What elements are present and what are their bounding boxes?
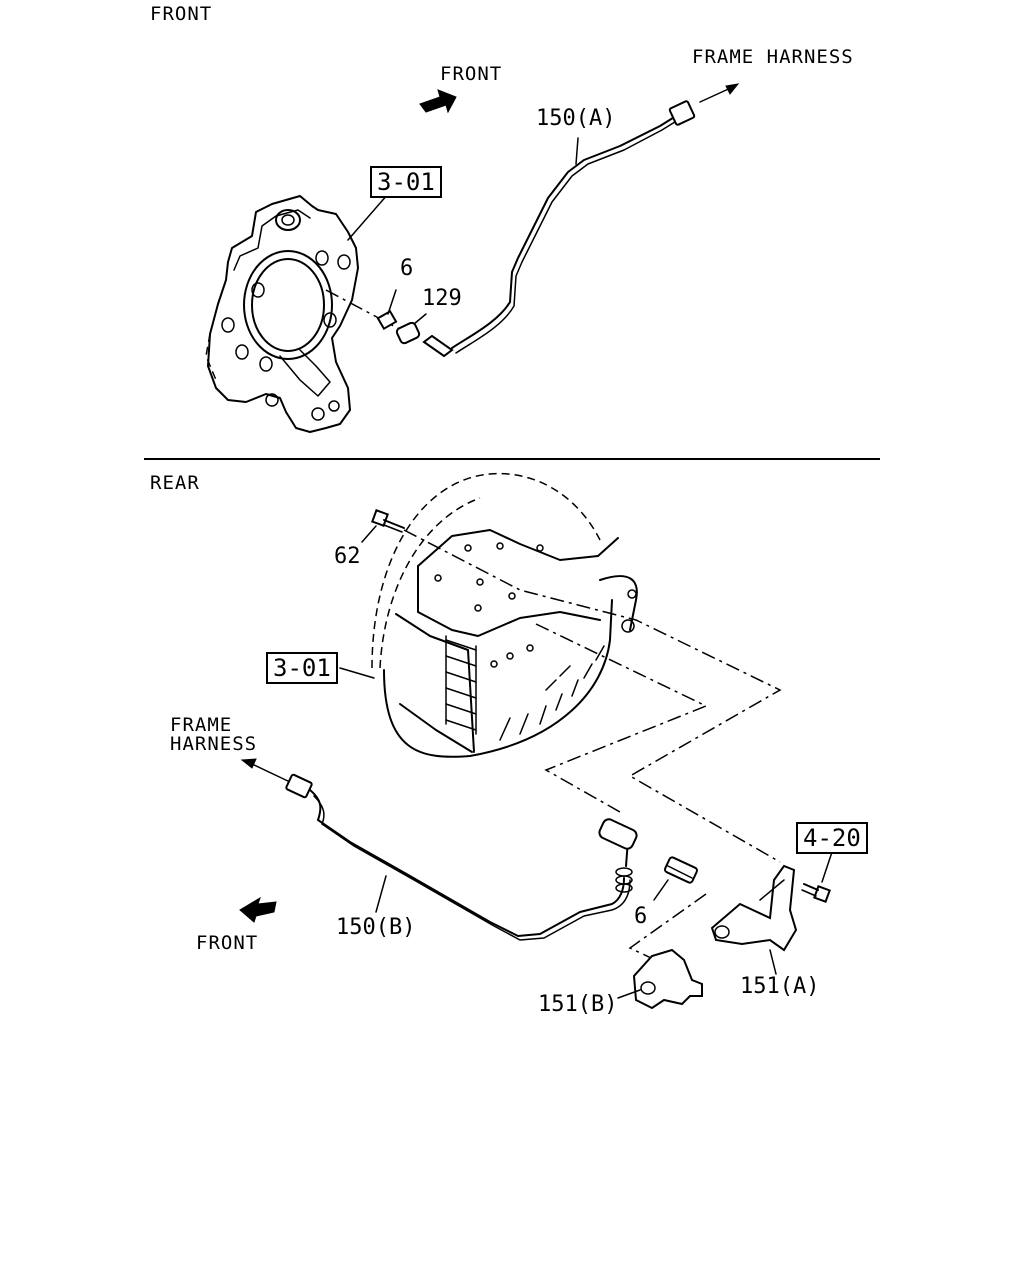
front-sensor bbox=[395, 313, 427, 345]
rear-direction-arrow-icon bbox=[239, 896, 277, 923]
rear-section bbox=[239, 472, 833, 1010]
front-ref-box-3-01: 3-01 bbox=[370, 166, 442, 198]
rear-bolt-62 bbox=[361, 509, 405, 543]
rear-part-150b: 150(B) bbox=[336, 915, 416, 940]
front-frame-harness-label: FRAME HARNESS bbox=[692, 46, 854, 68]
front-part-150a: 150(A) bbox=[536, 106, 616, 131]
rear-frame-label: FRAME bbox=[170, 714, 233, 736]
frame-harness-arrow-icon bbox=[699, 83, 740, 103]
rear-part-6: 6 bbox=[634, 904, 648, 929]
front-direction-label: FRONT bbox=[440, 63, 503, 85]
front-bushing bbox=[376, 289, 398, 331]
front-part-129: 129 bbox=[422, 286, 462, 311]
front-harness bbox=[422, 100, 696, 358]
front-section bbox=[205, 83, 740, 433]
rear-frame-harness-arrow-icon bbox=[240, 758, 291, 783]
front-part-6: 6 bbox=[400, 256, 414, 281]
rear-harness-label: HARNESS bbox=[170, 733, 258, 755]
rear-bracket-b bbox=[617, 948, 703, 1010]
rear-ref-box-3-01: 3-01 bbox=[266, 652, 338, 684]
rear-part-151a: 151(A) bbox=[740, 974, 820, 999]
front-direction-arrow-icon bbox=[419, 89, 457, 114]
rear-bushing bbox=[653, 856, 698, 901]
rear-brake-drum bbox=[371, 472, 638, 758]
front-backing-plate bbox=[205, 195, 359, 433]
rear-harness bbox=[285, 773, 638, 941]
rear-direction-label: FRONT bbox=[196, 932, 259, 954]
rear-ref-box-4-20: 4-20 bbox=[796, 822, 868, 854]
rear-bracket-a bbox=[710, 864, 798, 975]
front-section-title: FRONT bbox=[150, 3, 213, 25]
rear-part-62: 62 bbox=[334, 544, 361, 569]
rear-part-151b: 151(B) bbox=[538, 992, 618, 1017]
rear-bolt-4-20 bbox=[801, 851, 833, 903]
rear-section-title: REAR bbox=[150, 472, 200, 494]
